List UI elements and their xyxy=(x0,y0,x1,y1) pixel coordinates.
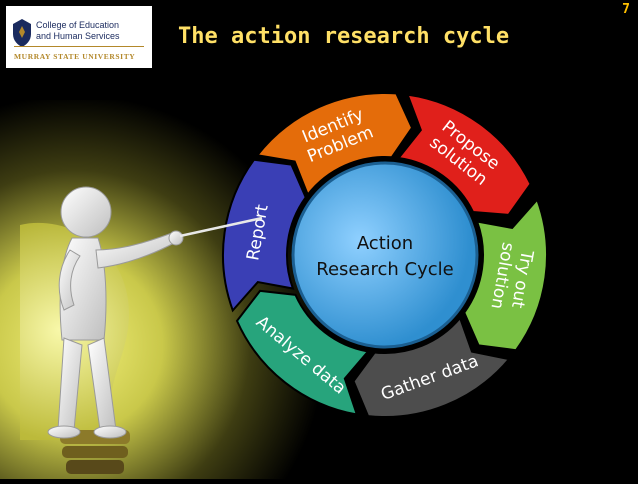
logo-divider xyxy=(14,46,144,47)
cycle-center-label-line: Research Cycle xyxy=(316,259,453,280)
cycle-segment-3 xyxy=(463,197,548,352)
college-logo: College of Education and Human Services … xyxy=(6,6,152,68)
logo-line-1: College of Education xyxy=(36,20,120,30)
cycle-segment-4 xyxy=(352,316,511,418)
slide-title: The action research cycle xyxy=(178,24,510,49)
cycle-center-circle xyxy=(291,161,479,349)
cycle-segment-5 xyxy=(235,289,370,416)
logo-line-2: and Human Services xyxy=(36,31,120,41)
cycle-segment-2 xyxy=(396,93,532,216)
cycle-center-label-line: Action xyxy=(357,233,413,254)
presenter-figure xyxy=(47,186,184,439)
university-seal-icon xyxy=(13,19,31,47)
logo-line-3: MURRAY STATE UNIVERSITY xyxy=(14,52,136,61)
pointer-stick xyxy=(179,216,263,238)
page-number: 7 xyxy=(622,2,630,17)
cycle-segment-label-3: Try outsolution xyxy=(486,241,537,314)
cycle-segment-6 xyxy=(222,158,307,313)
cycle-segment-1 xyxy=(255,92,414,197)
